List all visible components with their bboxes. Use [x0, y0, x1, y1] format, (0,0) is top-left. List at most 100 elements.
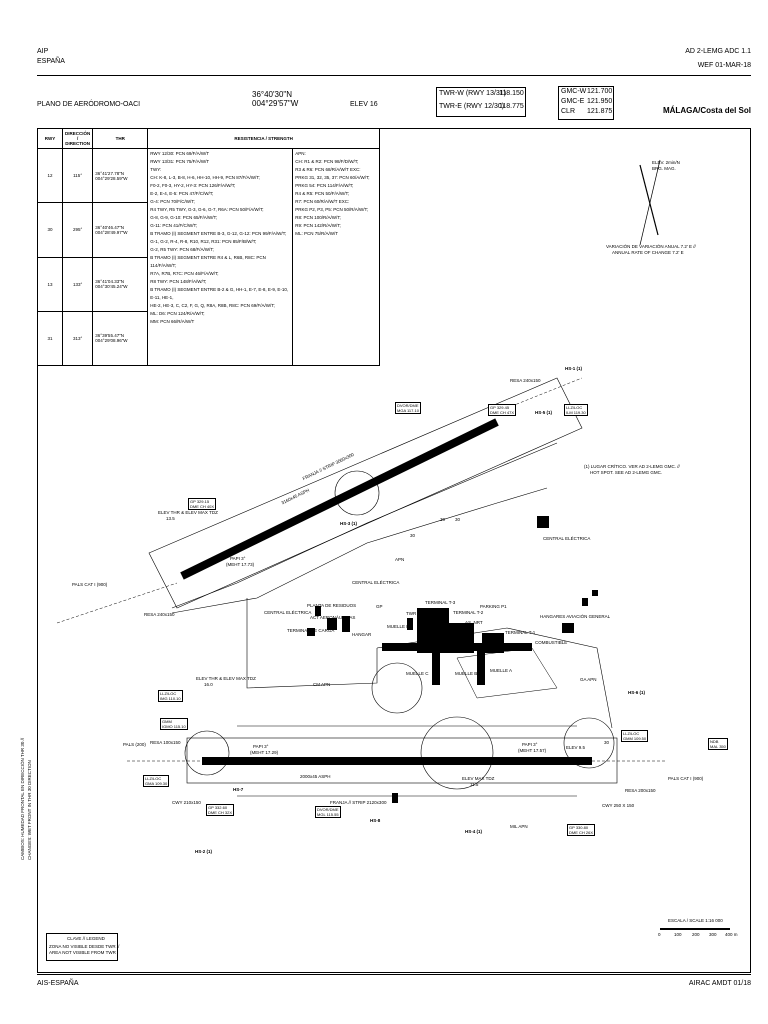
strength-line: R3 & R6: PCN 68/R/A/W/T EXC:	[295, 167, 361, 173]
pals-200: PALS (200)	[123, 742, 146, 747]
act-aero-building	[327, 618, 337, 630]
hangares-ga: HANGARES AVIACIÓN GENERAL	[540, 614, 611, 619]
strength-line: ML: PCN 75/R/A/W/T	[295, 231, 339, 237]
parallel-taxiway	[171, 442, 558, 609]
box-line: NDB	[710, 739, 719, 744]
combustible-building	[562, 623, 574, 633]
strength-line: RWY 12/30: PCN 69/F/A/W/T	[150, 151, 210, 157]
papi-30-meht: (MEHT 17.57)	[518, 748, 547, 753]
footer-right: AIRAC AMDT 01/18	[688, 980, 751, 987]
hot-spot-5: HS-5 (1)	[535, 410, 553, 415]
box-line: LLZ/LOC	[145, 776, 162, 781]
elev-thr-13: ELEV THR & ELEV MAX TDZ	[158, 510, 218, 515]
pals-cat1-13: PALS CAT I (900)	[72, 582, 108, 587]
box-line: LLZ/LOC	[566, 405, 583, 410]
box-line: ILM 119.30	[566, 410, 586, 415]
scale-tick-200: 200	[692, 932, 700, 937]
strength-line: PRKG 54: PCN 114/F/A/W/T;	[295, 183, 354, 189]
box-line: GMM 109.50	[623, 736, 647, 741]
strength-line: R4 & R5: PCN 50/F/A/W/T;	[295, 191, 350, 197]
gmc-e-label: GMC-E	[561, 98, 585, 105]
strength-line: CH: R1 & R2: PCN 98/F/D/W/T;	[295, 159, 359, 165]
legend-box: CLAVE // LEGEND ZONA NO VISIBLE DESDE TW…	[46, 933, 119, 961]
scale-tick-0: 0	[658, 932, 661, 937]
box-line: GMM	[162, 719, 172, 724]
papi-30: PAPI 3°	[522, 742, 538, 747]
box-line: DME CH 47X	[490, 410, 515, 415]
central-electrica-3: CENTRAL ELÉCTRICA	[264, 610, 312, 615]
aerodrome-map-frame	[37, 128, 751, 973]
hangar-ga-1	[582, 598, 588, 606]
strength-line: MM: PCN 66/R/A/W/T	[150, 319, 195, 325]
terminal-1: TERMINAL T-1	[505, 630, 536, 635]
chart-reference: AD 2-LEMG ADC 1.1	[685, 48, 751, 55]
scale-bar	[660, 928, 730, 930]
magnetic-north-diagram	[639, 159, 661, 246]
terminal-area-outline	[456, 647, 558, 699]
hot-spot-circle-4	[420, 716, 494, 790]
combustible-label: COMBUSTIBLE	[535, 640, 568, 645]
box-line: MGL 115.55	[317, 812, 339, 817]
hot-spot-6: HS-6 (1)	[628, 690, 646, 695]
side-note-en: CHANGES: WET FRONT IN THR 30 DIRECTION	[27, 760, 32, 860]
thr-lat: 36°40'46.47"N	[95, 224, 125, 230]
rwy12-30-dims: 2000x45 ASPH	[300, 774, 331, 779]
twr-e-label: TWR-E (RWY 12/30)	[439, 103, 505, 110]
mag-variation: VARIACIÓN DE VARIACIÓN ANUAL 7.2' E //	[606, 244, 696, 249]
muelle-c: MUELLE C	[406, 671, 429, 676]
box-line: DME CH 26X	[569, 830, 594, 835]
act-aeronauticas: ACT AERONÁUTICAS	[310, 615, 356, 620]
elev-thr-12-val: 16.0	[204, 682, 213, 687]
twr-w-freq: 118.150	[499, 90, 524, 97]
thr-lon: 004°28'49.97"W	[95, 229, 128, 235]
country-label: ESPAÑA	[37, 58, 65, 65]
runway-strip-12-30	[186, 737, 618, 784]
strength-line: ML: D6: PCN 124/R/A/W/T;	[150, 311, 205, 317]
twy-number-3: 30	[455, 517, 461, 522]
footer-left: AIS-ESPAÑA	[37, 980, 79, 987]
apn-label: APN	[395, 557, 405, 562]
box-line: GP 329.45	[490, 405, 510, 410]
strength-line: HE-2, HE-3, C, C2, F, G, Q, R8A, R8B, R8…	[150, 303, 275, 309]
cwy-label: CWY 210x150	[172, 800, 201, 805]
box-line: MAL 350	[710, 744, 726, 749]
strength-line: R8: PCN 100/R/A/W/T;	[295, 215, 341, 221]
aerodrome-elev: ELEV 16	[350, 101, 378, 108]
parallel-taxiway-2	[171, 487, 548, 614]
aerodrome-location: MÁLAGA/Costa del Sol	[662, 106, 751, 115]
twy-number-4: 30	[604, 740, 610, 745]
pier-building	[382, 643, 532, 651]
box-line: DVOR/DME	[317, 807, 339, 812]
mil-building	[392, 793, 398, 803]
box-line: MGA 117.10	[397, 408, 419, 413]
strength-line: PRKG P2, P3, P5: PCN 50/R/A/W/T;	[295, 207, 369, 213]
resa-200: RESA 200x150	[625, 788, 656, 793]
strength-line: F0-2, F0-3, HY-2, HY-3: PCN 126/F/A/W/T;	[150, 183, 236, 189]
runway-13-31	[180, 418, 499, 580]
hangar-building	[342, 616, 350, 632]
box-line: LLZ/LOC	[160, 691, 177, 696]
thr-lat: 36°39'55.47"N	[95, 333, 125, 339]
elev-9: ELEV 9.5	[566, 745, 586, 750]
box-line: IGMO 115.10	[162, 724, 186, 729]
hot-spot-2: HS-2 (1)	[195, 849, 213, 854]
gmc-frequency-box: GMC-W 121.700 GMC-E 121.950 CLR 121.875	[558, 86, 614, 120]
approach-centerline-13	[56, 582, 178, 624]
hot-spot-3: HS-3 (1)	[340, 521, 358, 526]
box-line: IMG 110.10	[160, 696, 181, 701]
thr-lon: 004°30'45.24"W	[95, 284, 128, 290]
parking-p1: PARKING P1	[480, 604, 507, 609]
gp-label: GP	[376, 604, 383, 609]
papi-13-meht: (MEHT 17.73)	[226, 562, 255, 567]
strength-line: G-1, G-2, R-4, R-8, R10, R12, R31: PCN 8…	[150, 239, 257, 245]
true-north-arrow	[639, 164, 659, 236]
strength-line: G-4: PCN 70/F/C/W/T;	[150, 199, 195, 205]
hot-spot-circle-6	[563, 717, 615, 769]
arp-lat: 36°40'30"N	[252, 90, 293, 99]
